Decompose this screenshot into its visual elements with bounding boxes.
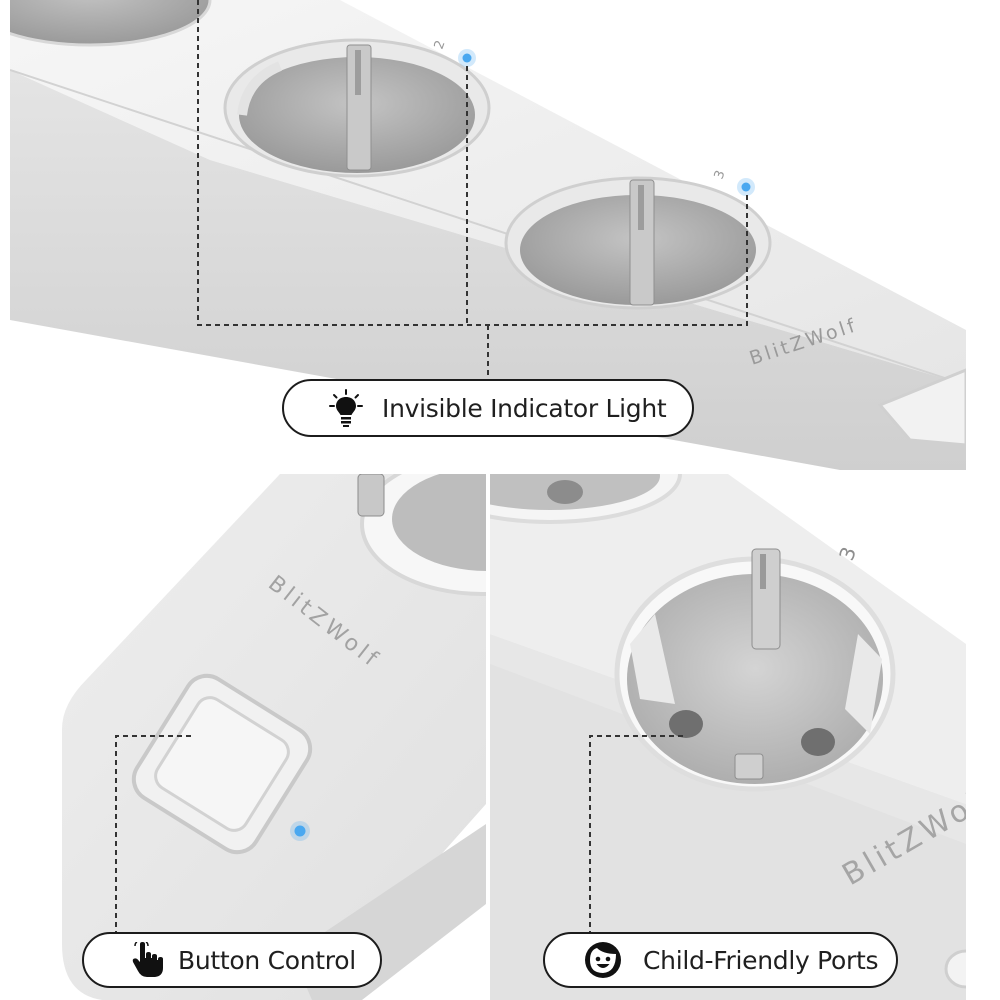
- bottom-right-product-panel: 3 BlitZWolf: [490, 474, 966, 1000]
- power-strip-top-view: 2 3 BlitZWolf: [10, 0, 966, 470]
- lightbulb-icon: [326, 388, 366, 428]
- bottom-left-product-panel: BlitZWolf: [62, 474, 486, 1000]
- indicator-light-callout: Invisible Indicator Light: [282, 379, 694, 437]
- child-friendly-ports-label: Child-Friendly Ports: [643, 945, 879, 975]
- child-friendly-ports-callout: Child-Friendly Ports: [543, 932, 898, 988]
- control-button: [131, 673, 313, 855]
- socket-2: [223, 38, 491, 178]
- power-strip-socket-view: 3 BlitZWolf: [490, 474, 966, 1000]
- pointing-hand-icon: [132, 942, 164, 978]
- socket-3: [504, 176, 772, 310]
- button-control-callout: Button Control: [82, 932, 382, 988]
- smiley-face-icon: [583, 940, 623, 980]
- button-indicator-led: [294, 825, 306, 837]
- indicator-led-3: [741, 182, 751, 192]
- button-control-label: Button Control: [178, 945, 356, 975]
- indicator-led-2: [462, 53, 472, 63]
- power-strip-button-view: BlitZWolf: [62, 474, 486, 1000]
- child-friendly-socket: [614, 548, 896, 792]
- indicator-light-label: Invisible Indicator Light: [382, 393, 667, 423]
- top-product-panel: 2 3 BlitZWolf: [10, 0, 966, 470]
